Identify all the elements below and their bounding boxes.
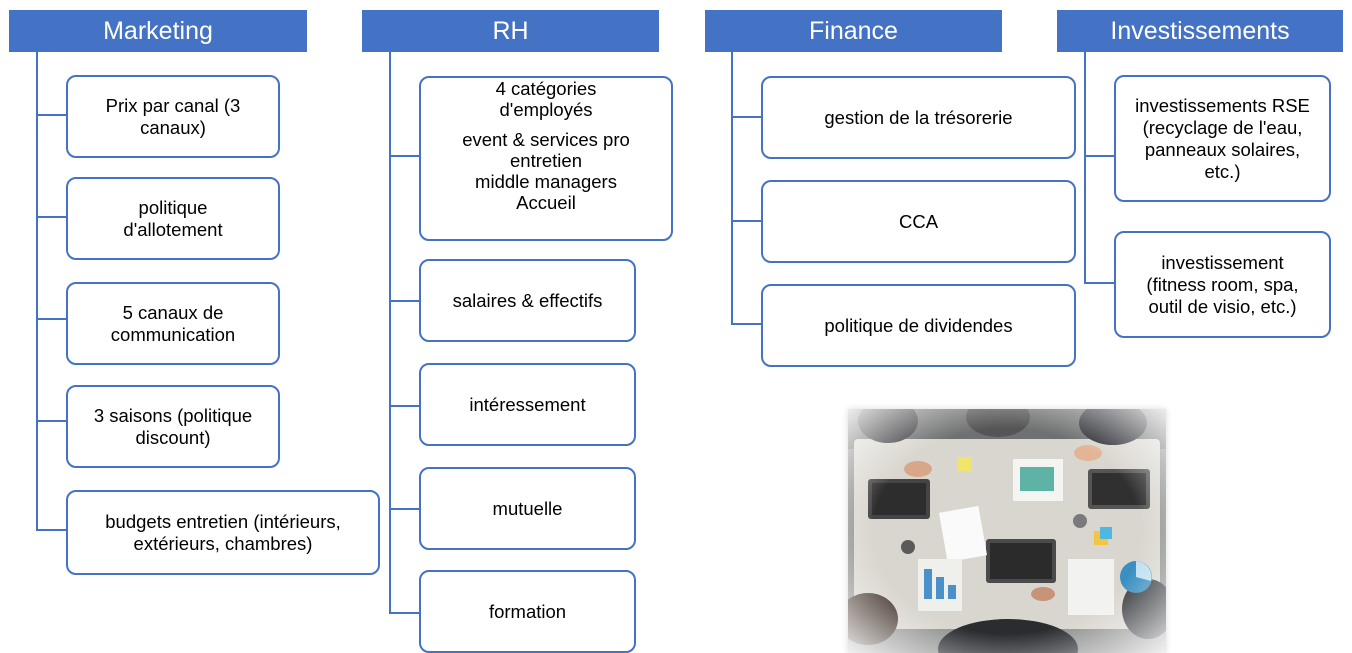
marketing-header-label: Marketing — [103, 17, 213, 45]
rh-header-label: RH — [492, 17, 529, 45]
finance-item-cca: CCA — [761, 180, 1076, 263]
rh-item-formation: formation — [419, 570, 636, 653]
marketing-item-prix-par-canal: Prix par canal (3 canaux) — [66, 75, 280, 158]
marketing-branch — [36, 529, 67, 531]
finance-item-dividendes: politique de dividendes — [761, 284, 1076, 367]
marketing-spine — [36, 52, 38, 530]
finance-item-tresorerie: gestion de la trésorerie — [761, 76, 1076, 159]
marketing-item-budgets-entretien: budgets entretien (intérieurs, extérieur… — [66, 490, 380, 575]
team-meeting-photo — [848, 409, 1166, 653]
investissements-branch — [1084, 282, 1115, 284]
rh-item-categories-employes: 4 catégories d'employés event & services… — [419, 76, 673, 241]
rh-branch — [389, 300, 420, 302]
rh-branch — [389, 155, 420, 157]
marketing-item-saisons: 3 saisons (politique discount) — [66, 385, 280, 468]
rh-item-mutuelle: mutuelle — [419, 467, 636, 550]
marketing-header: Marketing — [9, 10, 307, 52]
rh-branch — [389, 612, 420, 614]
investissements-header: Investissements — [1057, 10, 1343, 52]
finance-header: Finance — [705, 10, 1002, 52]
team-meeting-illustration — [848, 409, 1166, 653]
finance-branch — [731, 116, 762, 118]
rh-branch — [389, 508, 420, 510]
marketing-branch — [36, 216, 67, 218]
finance-spine — [731, 52, 733, 325]
rh-item-interessement: intéressement — [419, 363, 636, 446]
investissements-item-rse: investissements RSE (recyclage de l'eau,… — [1114, 75, 1331, 202]
investissements-item-equipements: investissement (fitness room, spa, outil… — [1114, 231, 1331, 338]
finance-branch — [731, 220, 762, 222]
marketing-branch — [36, 420, 67, 422]
marketing-branch — [36, 114, 67, 116]
investissements-header-label: Investissements — [1110, 17, 1290, 45]
rh-branch — [389, 405, 420, 407]
marketing-item-politique-allotement: politique d'allotement — [66, 177, 280, 260]
finance-header-label: Finance — [809, 17, 898, 45]
marketing-branch — [36, 318, 67, 320]
rh-item-salaires-effectifs: salaires & effectifs — [419, 259, 636, 342]
rh-header: RH — [362, 10, 659, 52]
investissements-spine — [1084, 52, 1086, 284]
rh-spine — [389, 52, 391, 613]
marketing-item-canaux-communication: 5 canaux de communication — [66, 282, 280, 365]
finance-branch — [731, 323, 762, 325]
investissements-branch — [1084, 155, 1115, 157]
